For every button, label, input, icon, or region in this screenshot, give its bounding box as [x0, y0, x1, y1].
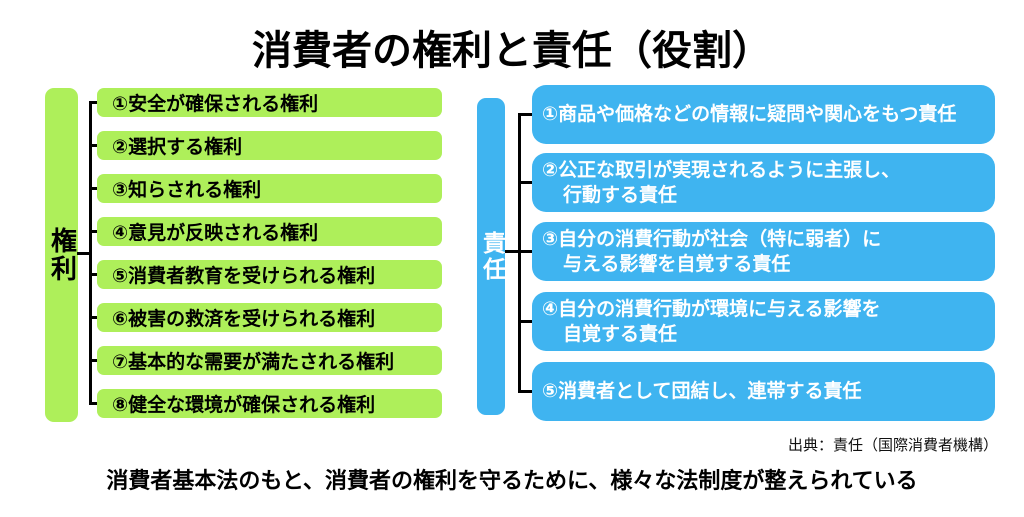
rights-item-3: ③知らされる権利 — [97, 174, 442, 203]
rights-connector-branch — [89, 144, 99, 147]
responsibilities-item-3: ③自分の消費行動が社会（特に弱者）に 与える影響を自覚する責任 — [532, 222, 995, 281]
rights-group-bar: 権利 — [45, 88, 78, 422]
responsibilities-item-line: ④自分の消費行動が環境に与える影響を — [542, 297, 881, 320]
responsibilities-item-line: ②公正な取引が実現されるように主張し、 — [542, 158, 901, 181]
responsibilities-item-line: 与える影響を自覚する責任 — [563, 252, 791, 275]
responsibilities-connector-stub — [505, 250, 532, 253]
responsibilities-item-line: 自覚する責任 — [563, 322, 678, 345]
rights-connector-branch — [89, 402, 99, 405]
rights-item-5: ⑤消費者教育を受けられる権利 — [97, 260, 442, 289]
responsibilities-group-bar: 責任 — [477, 98, 505, 415]
responsibilities-item-2: ②公正な取引が実現されるように主張し、 行動する責任 — [532, 153, 995, 212]
responsibilities-item-line: ⑤消費者として団結し、連帯する責任 — [542, 380, 862, 402]
rights-item-4: ④意見が反映される権利 — [97, 217, 442, 246]
responsibilities-item-4: ④自分の消費行動が環境に与える影響を 自覚する責任 — [532, 292, 995, 351]
responsibilities-connector-branch — [518, 113, 532, 116]
responsibilities-connector-branch — [518, 320, 532, 323]
responsibilities-item-line: ③自分の消費行動が社会（特に弱者）に — [542, 227, 882, 250]
rights-item-7: ⑦基本的な需要が満たされる権利 — [97, 346, 442, 375]
rights-connector-branch — [89, 230, 99, 233]
rights-connector-branch — [89, 187, 99, 190]
rights-connector-branch — [89, 359, 99, 362]
responsibilities-group-label: 責任 — [478, 230, 505, 283]
rights-connector-branch — [89, 101, 99, 104]
rights-connector-branch — [89, 316, 99, 319]
responsibilities-connector-branch — [518, 390, 532, 393]
page-title: 消費者の権利と責任（役割） — [252, 28, 772, 74]
responsibilities-connector-trunk — [518, 113, 521, 393]
rights-connector-stub — [77, 252, 90, 255]
rights-group-label: 権利 — [46, 227, 77, 283]
rights-item-6: ⑥被害の救済を受けられる権利 — [97, 303, 442, 332]
rights-item-1: ①安全が確保される権利 — [97, 88, 442, 117]
rights-item-2: ②選択する権利 — [97, 131, 442, 160]
responsibilities-connector-branch — [518, 181, 532, 184]
rights-connector-branch — [89, 273, 99, 276]
responsibilities-item-line: ①商品や価格などの情報に疑問や関心をもつ責任 — [542, 103, 957, 125]
bottom-caption: 消費者基本法のもと、消費者の権利を守るために、様々な法制度が整えられている — [106, 469, 918, 494]
responsibilities-item-1: ①商品や価格などの情報に疑問や関心をもつ責任 — [532, 85, 995, 144]
rights-item-8: ⑧健全な環境が確保される権利 — [97, 389, 442, 418]
responsibilities-item-5: ⑤消費者として団結し、連帯する責任 — [532, 362, 995, 421]
source-note: 出典：責任（国際消費者機構） — [787, 436, 998, 454]
responsibilities-item-line: 行動する責任 — [563, 183, 678, 206]
rights-connector-trunk — [89, 101, 92, 405]
